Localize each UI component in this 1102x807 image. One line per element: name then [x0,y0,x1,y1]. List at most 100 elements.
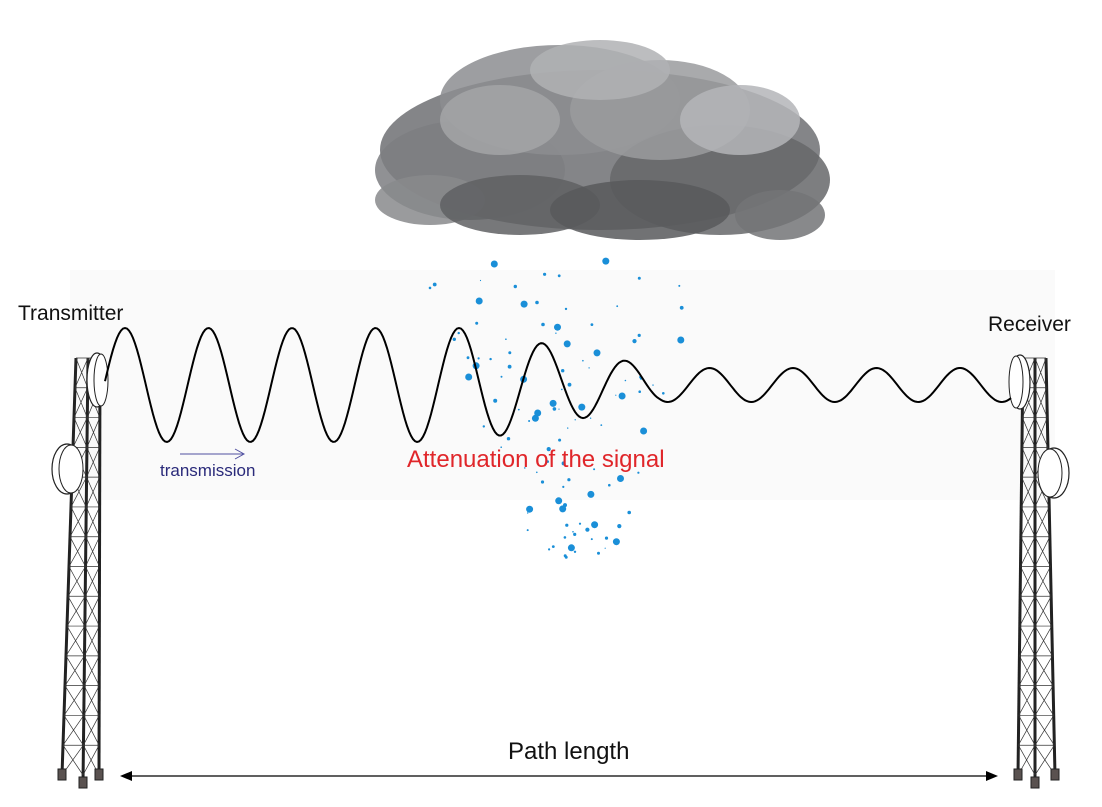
rain-drop [572,531,574,533]
rain-drop [677,336,685,344]
rain-drop [479,279,482,282]
rain-drop [564,307,568,311]
transmission-arrow [180,448,246,460]
tower-lattice [65,625,100,657]
dish-antenna-face [1037,448,1063,498]
rain-drop [561,369,565,373]
rain-drop [627,510,631,515]
rain-drop [489,357,492,361]
rain-drop [527,512,529,514]
rain-drop [563,503,567,508]
transmission-label: transmission [160,461,256,480]
rain-drop [617,524,622,529]
dish-antenna-face [93,353,109,407]
dish-antenna-face [1008,355,1024,409]
cloud-puff [735,190,825,240]
tower-footing [57,768,67,781]
rain-drop [535,300,539,305]
rain-drop [452,337,456,341]
rain-drop [506,437,511,441]
tower-lattice [64,655,100,686]
rain-drop [524,467,526,469]
cloud-puff [550,180,730,240]
rain-drop [517,408,520,411]
tower-lattice [62,715,100,746]
rain-drop [465,373,473,381]
rain-drop [500,375,503,378]
tower-lattice [1019,595,1053,627]
attenuation-label: Attenuation of the signal [407,446,665,473]
tower-leg [81,357,90,784]
rain-drop [432,282,437,287]
dish-antenna-face [58,444,84,494]
rain-drop [652,384,654,386]
rain-drop [513,284,517,289]
rain-drop [582,359,584,362]
tower-lattice [1021,387,1048,418]
rain-drop [555,332,557,334]
rain-drop [640,427,648,435]
rain-drop [561,388,563,391]
rain-drop [505,338,507,341]
signal-wave [104,326,1012,444]
rain-drop [466,356,470,360]
rain-drop [558,438,562,442]
tower-footing [94,768,104,781]
tower-lattice [1020,536,1051,567]
rain-drop [536,471,538,474]
rain-drop [573,532,577,537]
transmitter-tower [51,352,109,789]
rain-drop [602,257,610,265]
rain-drop [557,274,561,278]
tower-lattice [72,417,101,448]
rain-drop [588,367,590,369]
rain-drop [567,544,575,552]
tower-footing [1013,768,1023,781]
rain-drop [490,260,498,268]
rain-drop [593,349,601,357]
rain-drop [638,390,641,394]
cloud-puff [530,40,670,100]
rain-drop [624,379,627,382]
rain-drop [600,424,603,426]
rain-drop [597,551,600,555]
rain-drop [637,276,641,280]
tower-lattice [1019,625,1053,657]
rain-drop [546,447,551,452]
receiver-label: Receiver [988,313,1071,336]
rain-drop [563,340,571,348]
rain-drop [591,521,599,529]
rain-drop [475,321,479,325]
rain-drop [679,305,684,310]
rain-drop [526,505,534,513]
rain-drop [493,398,498,403]
tower-lattice [74,357,101,388]
rain-drop [528,420,531,422]
rain-drops [428,257,685,559]
rain-drop [578,522,582,525]
tower-lattice [1017,744,1056,776]
tower-lattice [1018,685,1055,716]
cloud-puff [440,85,560,155]
rain-drop [548,548,551,551]
rain-drop [551,545,555,548]
rain-drop [604,536,609,540]
rain-drop [585,527,590,532]
tower-lattice [61,744,100,776]
cloud-icon [375,40,830,240]
rain-drop [608,483,611,487]
rain-drop [593,468,596,471]
tower-footing [78,776,88,789]
rain-drop [558,408,560,410]
rain-drop [662,392,665,395]
rain-drop [563,536,567,539]
rain-drop [541,322,545,327]
rain-drop [678,284,681,287]
tower-footing [1030,776,1040,789]
rain-drop [555,497,563,505]
rain-drop [617,475,624,482]
path-length-arrow [120,771,998,781]
tower-lattice [1019,566,1052,597]
rain-drop [565,523,569,527]
